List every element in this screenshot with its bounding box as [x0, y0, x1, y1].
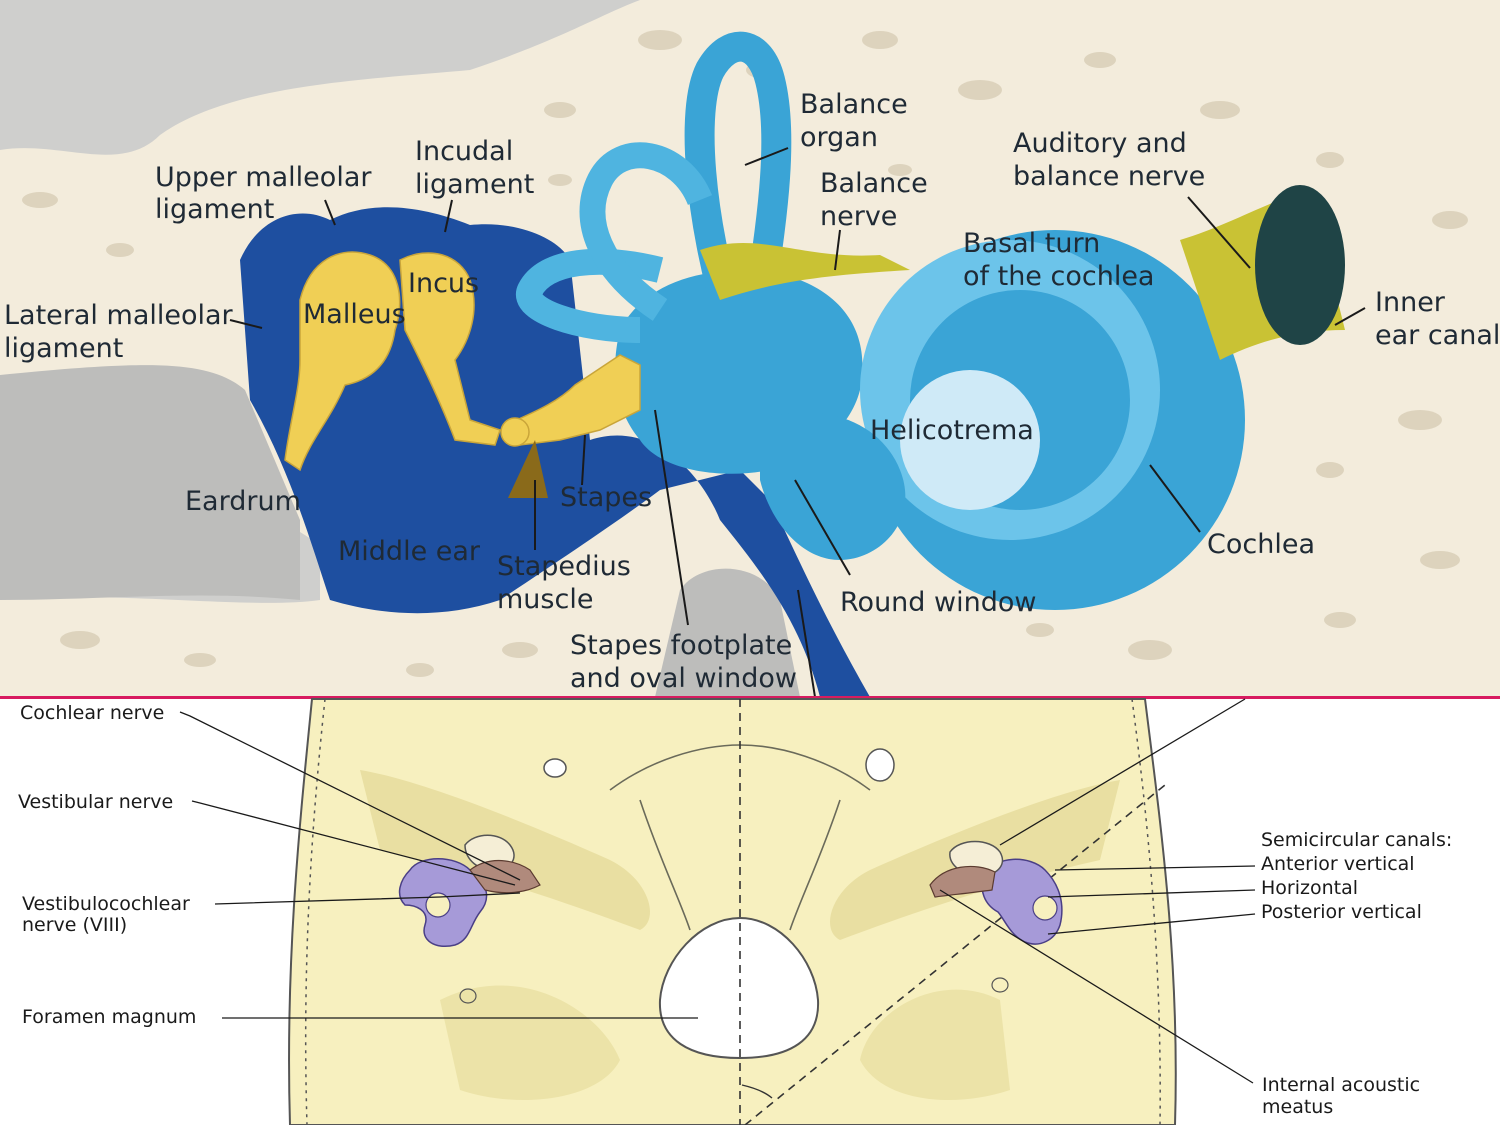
malleus-bone — [284, 251, 401, 472]
label-cochlea: Cochlea — [1207, 529, 1315, 560]
right-nerve-bundle — [929, 865, 996, 898]
label-incus: Incus — [408, 268, 479, 299]
bottom-labels: Cochlear nerve Vestibular nerve Vestibul… — [18, 702, 1452, 1118]
lower-gray-region — [655, 568, 800, 697]
label-malleus: Malleus — [303, 299, 406, 330]
label-stapedius-muscle: Stapedius muscle — [497, 551, 639, 615]
bottom-leader-lines — [179, 698, 1256, 1084]
top-illustration — [0, 0, 1500, 697]
label-foramen-magnum: Foramen magnum — [22, 1006, 196, 1028]
label-incudal-ligament: Incudal ligament — [415, 136, 534, 200]
label-balance-organ: Balance organ — [800, 89, 916, 153]
label-cochlear-nerve: Cochlear nerve — [20, 702, 164, 724]
cochlea-apex — [900, 370, 1040, 510]
foramen-right-small — [991, 977, 1009, 993]
label-stapes: Stapes — [560, 482, 652, 513]
label-lateral-malleolar: Lateral malleolar ligament — [4, 300, 241, 364]
internal-canal-opening — [1255, 185, 1345, 345]
label-semicircular-canals: Semicircular canals: — [1261, 829, 1452, 851]
top-labels: Upper malleolar ligament Incudal ligamen… — [4, 89, 1500, 694]
label-inner-ear-canal: Inner ear canal — [1375, 287, 1500, 351]
left-inner-ear — [398, 834, 541, 947]
label-auditory-balance-nerve: Auditory and balance nerve — [1013, 128, 1205, 192]
foramen-left-small — [459, 988, 477, 1004]
foramen-left — [543, 758, 567, 778]
stapedius-muscle-shape — [508, 440, 548, 498]
label-vestibular-nerve: Vestibular nerve — [18, 791, 173, 813]
semicircular-canal-upper — [579, 142, 713, 321]
inner-ear — [516, 31, 1245, 610]
label-internal-acoustic-meatus: Internal acoustic meatus — [1262, 1074, 1426, 1118]
foramen-right — [865, 748, 895, 782]
label-horizontal: Horizontal — [1261, 877, 1358, 899]
foramen-magnum-shape — [658, 916, 820, 1060]
stapes-bone — [503, 354, 641, 446]
label-upper-malleolar: Upper malleolar ligament — [155, 162, 380, 225]
label-eardrum: Eardrum — [185, 486, 301, 517]
right-inner-ear — [929, 840, 1063, 945]
label-anterior-vertical: Anterior vertical — [1261, 853, 1415, 875]
label-round-window: Round window — [840, 587, 1036, 618]
label-vestibulocochlear-nerve: Vestibulocochlear nerve (VIII) — [22, 893, 196, 936]
right-labyrinth — [981, 858, 1063, 945]
label-posterior-vertical: Posterior vertical — [1261, 901, 1422, 923]
incus-bone — [399, 252, 501, 446]
label-balance-nerve: Balance nerve — [820, 168, 936, 232]
ossicles — [284, 251, 641, 472]
panel-divider — [0, 696, 1500, 699]
left-canal-loop — [425, 892, 451, 918]
skull-inner-edge — [304, 698, 1161, 1125]
inner-ear-axis-dashed — [744, 784, 1166, 1125]
label-basal-turn: Basal turn of the cochlea — [963, 228, 1154, 292]
external-ear-canal — [0, 365, 300, 600]
label-helicotrema: Helicotrema — [870, 415, 1034, 446]
angle-arc — [741, 1084, 773, 1099]
balance-nerve-branches — [700, 243, 910, 300]
top-leader-lines — [229, 147, 1366, 698]
left-nerve-bundle — [469, 859, 541, 894]
label-stapes-footplate: Stapes footplate and oval window — [570, 630, 801, 694]
middle-ear-cavity — [240, 207, 870, 697]
right-canal-loop — [1032, 895, 1058, 921]
label-middle-ear: Middle ear — [338, 536, 481, 567]
cochlear-base — [760, 412, 906, 560]
occipital-shading — [440, 985, 1010, 1100]
